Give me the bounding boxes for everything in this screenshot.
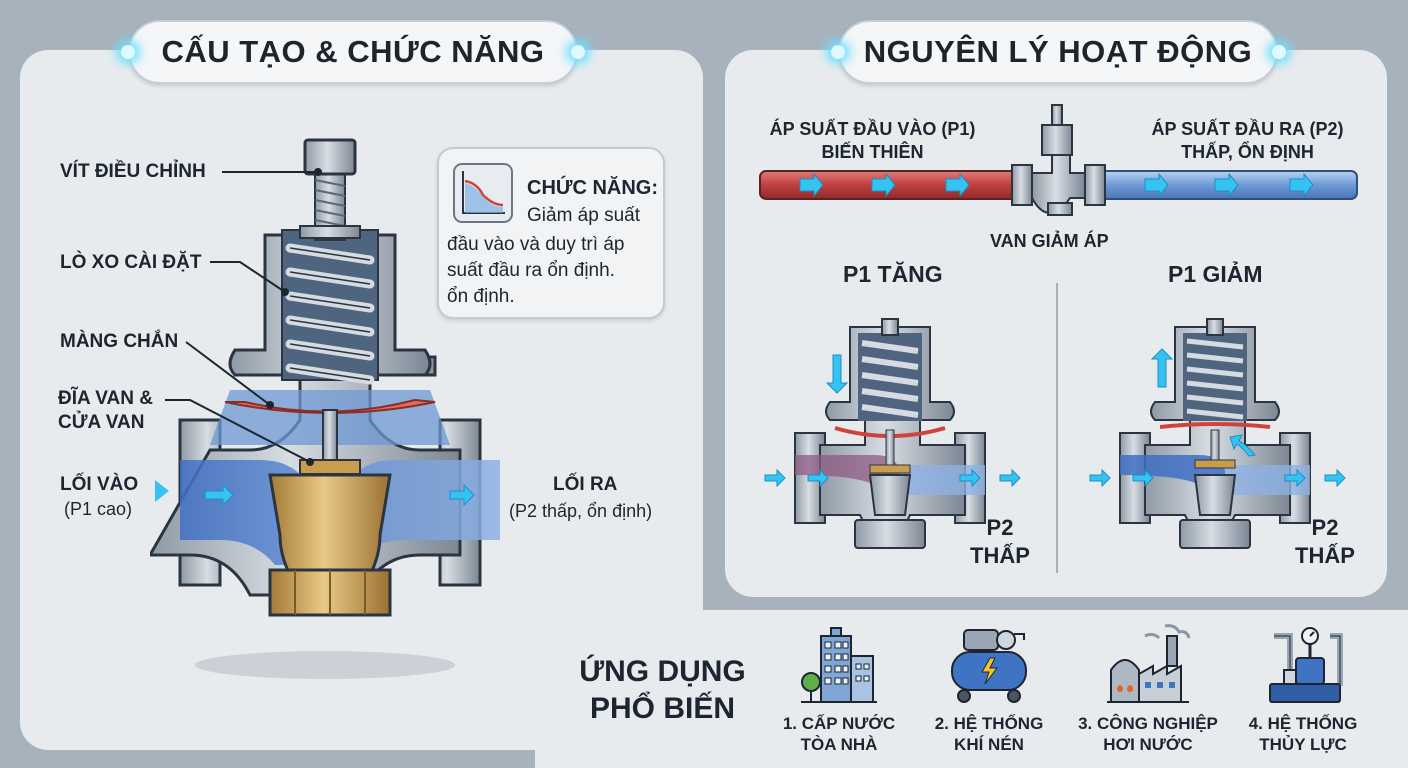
application-4-line2: THỦY LỰC (1259, 735, 1347, 754)
application-building-water: 1. CẤP NƯỚC TÒA NHÀ (764, 622, 914, 755)
valve-p1-decrease (1089, 318, 1346, 549)
label-disc-line1: ĐĨA VAN & (58, 388, 153, 409)
application-4-line1: 4. HỆ THỐNG (1248, 714, 1358, 733)
applications-title-line2: PHỔ BIẾN (589, 692, 736, 725)
air-compressor-icon (951, 629, 1027, 703)
inlet-pressure-line1: ÁP SUẤT ĐẦU VÀO (P1) (769, 119, 976, 139)
title-glow-right-2 (1272, 45, 1286, 59)
label-diaphragm: MÀNG CHẮN (60, 331, 179, 352)
title-glow-right (571, 45, 585, 59)
label-setting-spring: LÒ XO CÀI ĐẶT (60, 252, 202, 273)
p2-low-label-1a: P2 (986, 515, 1014, 540)
hydraulic-system-icon (1269, 627, 1343, 703)
case-divider (1056, 283, 1058, 573)
title-glow-left (121, 45, 135, 59)
application-hydraulics: 4. HỆ THỐNG THỦY LỰC (1228, 622, 1378, 755)
applications-title-line1: ỨNG DỤNG (579, 655, 746, 688)
function-line4: ổn định. (447, 286, 515, 307)
label-outlet: LỐI RA (553, 474, 618, 495)
function-callout: CHỨC NĂNG: Giảm áp suất đầu vào và duy t… (437, 147, 665, 319)
application-2-line2: KHÍ NÉN (954, 735, 1024, 754)
outlet-pressure-line2: THẤP, ỔN ĐỊNH (1181, 142, 1314, 162)
function-line1: Giảm áp suất (527, 205, 640, 226)
valve-p1-increase (764, 318, 1021, 549)
label-outlet-sub: (P2 thấp, ổn định) (509, 501, 653, 521)
factory-steam-icon (1107, 624, 1191, 703)
case-p1-increase: P1 TĂNG (843, 261, 943, 287)
operation-title: NGUYÊN LÝ HOẠT ĐỘNG (838, 20, 1278, 84)
pipeline-valve-icon (1011, 104, 1106, 216)
building-icon (801, 627, 877, 703)
label-inlet: LỐI VÀO (60, 474, 139, 495)
application-1-line1: 1. CẤP NƯỚC (782, 714, 896, 733)
application-3-line2: HƠI NƯỚC (1103, 735, 1193, 754)
outlet-pressure-line1: ÁP SUẤT ĐẦU RA (P2) (1151, 119, 1344, 139)
function-heading: CHỨC NĂNG: (527, 177, 659, 199)
application-2-line1: 2. HỆ THỐNG (934, 714, 1044, 733)
function-line3: suất đầu ra ổn định. (447, 260, 615, 281)
label-inlet-sub: (P1 cao) (64, 499, 133, 519)
pressure-drop-chart-icon (453, 163, 513, 223)
label-adjusting-screw: VÍT ĐIỀU CHỈNH (60, 161, 206, 182)
application-1-line2: TÒA NHÀ (800, 735, 878, 754)
application-3-line1: 3. CÔNG NGHIỆP (1078, 714, 1218, 733)
case-p1-decrease: P1 GIẢM (1168, 261, 1263, 287)
inlet-pressure-line2: BIẾN THIÊN (821, 142, 924, 162)
pipeline-overview (759, 104, 1358, 216)
application-steam-industry: 3. CÔNG NGHIỆP HƠI NƯỚC (1073, 622, 1223, 755)
pressure-reducing-valve-label: VAN GIẢM ÁP (990, 231, 1109, 251)
p2-low-label-2b: THẤP (1295, 543, 1355, 568)
function-line2: đầu vào và duy trì áp (447, 234, 625, 255)
p2-low-label-1b: THẤP (970, 543, 1030, 568)
leader-lines (165, 168, 322, 466)
title-glow-left-2 (831, 45, 845, 59)
p2-low-label-2a: P2 (1311, 515, 1339, 540)
structure-title: CẤU TẠO & CHỨC NĂNG (128, 20, 578, 84)
label-disc-line2: CỬA VAN (58, 412, 145, 433)
valve-cross-section (150, 138, 500, 679)
application-compressed-air: 2. HỆ THỐNG KHÍ NÉN (914, 622, 1064, 755)
